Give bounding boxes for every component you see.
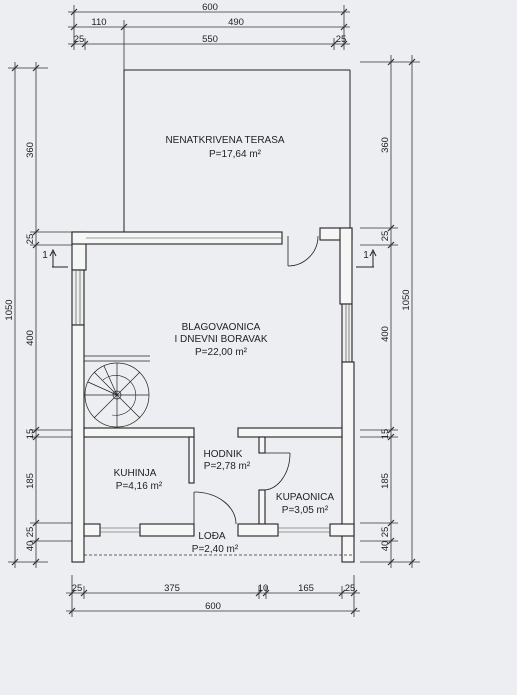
dim-right-total: 1050: [401, 289, 412, 310]
terasa-area: P=17,64 m²: [209, 149, 262, 160]
top-dimensions: [68, 5, 350, 70]
dim-bottom-d: 165: [298, 583, 314, 594]
dim-right-e: 185: [380, 473, 391, 489]
dim-top-d: 550: [202, 34, 218, 45]
dim-left-e: 185: [25, 473, 36, 489]
section-mark-right: 1: [363, 250, 369, 261]
hodnik-area: P=2,78 m²: [204, 461, 251, 472]
dim-left-c: 400: [25, 330, 36, 346]
wall-kitchen-top: [83, 427, 195, 438]
dim-top-total: 600: [202, 2, 218, 13]
dim-left-a: 360: [25, 142, 36, 158]
dim-left-b: 25: [25, 234, 36, 245]
walls: [71, 227, 355, 563]
dim-right-f: 40: [380, 541, 391, 552]
section-marks: [49, 248, 377, 268]
wall-bath-top: [237, 427, 343, 438]
dim-left-d: 15: [25, 429, 36, 440]
bottom-dimensions: [66, 575, 360, 617]
wall-hall-right-upper: [258, 436, 266, 454]
kupaonica-area: P=3,05 m²: [282, 505, 329, 516]
spiral-staircase: [84, 355, 150, 428]
terasa-name: NENATKRIVENA TERASA: [165, 135, 284, 146]
loda-area: P=2,40 m²: [192, 544, 239, 555]
boravak-name-line2: I DNEVNI BORAVAK: [175, 334, 268, 345]
wall-bottom-d: [329, 523, 355, 537]
wall-hall-left: [188, 436, 195, 484]
wall-hall-right-lower: [258, 489, 266, 525]
dim-bottom-a: 25: [72, 583, 83, 594]
dim-left-f: 40: [25, 541, 36, 552]
wall-bottom-a: [83, 523, 101, 537]
loda-name: LOĐA: [198, 531, 226, 542]
doors: [193, 235, 319, 525]
kuhinja-name: KUHINJA: [114, 468, 157, 479]
dim-left-total: 1050: [4, 299, 15, 320]
dim-top-b: 490: [228, 17, 244, 28]
wall-left-window: [71, 269, 85, 326]
wall-bottom-b: [139, 523, 195, 537]
dim-bottom-total: 600: [205, 601, 221, 612]
wall-bottom-c: [237, 523, 279, 537]
dim-right-c: 400: [380, 326, 391, 342]
wall-right-upper: [339, 227, 353, 305]
kupaonica-name: KUPAONICA: [276, 492, 334, 503]
dim-top-c: 25: [74, 34, 85, 45]
dim-top-a: 110: [91, 17, 106, 28]
dim-bottom-c: 10: [258, 583, 269, 594]
kitchen-door-swing: [193, 491, 237, 525]
kuhinja-area: P=4,16 m²: [116, 481, 163, 492]
window-glazing: [75, 237, 350, 533]
left-dimensions: [8, 62, 72, 568]
boravak-area: P=22,00 m²: [195, 347, 248, 358]
right-dimensions: [360, 55, 420, 568]
dim-right-b: 25: [380, 231, 391, 242]
terrace-outline: [123, 69, 351, 232]
boravak-name-line1: BLAGOVAONICA: [182, 322, 261, 333]
dim-left-g: 25: [25, 527, 36, 538]
dim-bottom-e: 25: [345, 583, 356, 594]
wall-right: [341, 361, 355, 563]
terrace-door-swing: [287, 235, 319, 267]
dim-right-a: 360: [380, 137, 391, 153]
wall-right-window: [341, 303, 353, 363]
wall-left: [71, 324, 85, 563]
dim-bottom-b: 375: [164, 583, 180, 594]
section-mark-left: 1: [42, 250, 48, 261]
dim-top-e: 25: [336, 34, 347, 45]
bath-door-swing: [264, 452, 291, 491]
hodnik-name: HODNIK: [204, 449, 243, 460]
dim-right-g: 25: [380, 527, 391, 538]
dim-right-d: 15: [380, 429, 391, 440]
